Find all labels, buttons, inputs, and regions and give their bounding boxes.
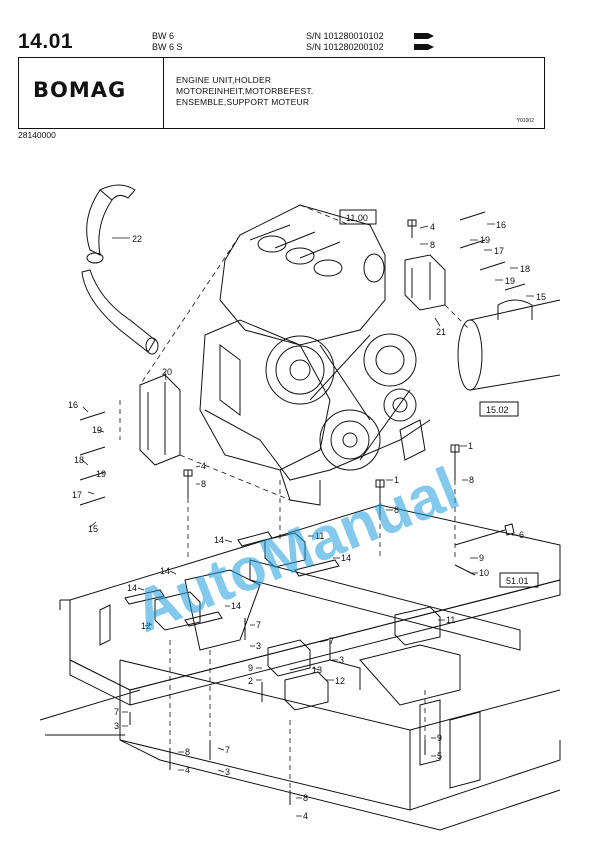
- callout-14: 14: [160, 566, 170, 576]
- callout-18: 18: [520, 264, 530, 274]
- callout-4: 4: [201, 461, 206, 471]
- callout-9: 9: [437, 733, 442, 743]
- title-block: BOMAG ENGINE UNIT,HOLDER MOTOREINHEIT,MO…: [18, 57, 545, 129]
- callout-14: 14: [341, 553, 351, 563]
- callout-15: 15: [88, 524, 98, 534]
- callout-17: 17: [494, 246, 504, 256]
- callout-3: 3: [256, 641, 261, 651]
- callout-20: 20: [162, 367, 172, 377]
- callout-5: 5: [437, 751, 442, 761]
- bolt-parts: [79, 211, 526, 805]
- callout-11: 11: [446, 615, 455, 625]
- callout-18: 18: [74, 455, 84, 465]
- callout-15: 15: [536, 292, 546, 302]
- serial-line-1: S/N 101280010102: [306, 31, 384, 41]
- ref-box-frame: [499, 572, 539, 588]
- callout-7: 7: [256, 620, 261, 630]
- callout-7: 7: [225, 745, 230, 755]
- hose-part-22: [81, 184, 159, 355]
- callout-14: 14: [127, 583, 137, 593]
- part-number: 28140000: [18, 130, 56, 140]
- callout-19: 19: [505, 276, 515, 286]
- callout-2: 2: [248, 676, 253, 686]
- drawing-ref-code: Y01002: [516, 118, 534, 124]
- callout-8: 8: [185, 747, 190, 757]
- callout-1: 1: [468, 441, 473, 451]
- serial-arrow-icon: [414, 44, 434, 50]
- callout-13: 13: [312, 665, 322, 675]
- model-line-1: BW 6: [152, 31, 175, 41]
- callout-17: 17: [72, 490, 82, 500]
- bracket-part-20: [139, 374, 181, 466]
- title-divider: [163, 58, 164, 128]
- air-filter: [457, 299, 561, 391]
- engine-unit: [199, 204, 431, 506]
- callout-10: 10: [479, 568, 489, 578]
- title-french: ENSEMBLE,SUPPORT MOTEUR: [176, 97, 310, 107]
- callout-6: 6: [519, 530, 524, 540]
- callout-16: 16: [68, 400, 78, 410]
- callout-8: 8: [303, 793, 308, 803]
- callout-12: 12: [141, 621, 151, 631]
- callout-12: 12: [335, 676, 345, 686]
- ref-box-51-01: 51.01: [506, 576, 529, 586]
- callout-21: 21: [436, 327, 446, 337]
- callout-19: 19: [480, 235, 490, 245]
- rubber-mount-parts: [154, 532, 441, 711]
- strip-parts-14: [124, 531, 340, 627]
- brand-logo: BOMAG: [33, 78, 127, 102]
- callout-8: 8: [394, 505, 399, 515]
- assembly-guide-lines: [119, 204, 471, 790]
- callout-4: 4: [430, 222, 435, 232]
- callout-leaders: [81, 223, 534, 817]
- callout-8: 8: [469, 475, 474, 485]
- callout-4: 4: [185, 765, 190, 775]
- callout-8: 8: [201, 479, 206, 489]
- callout-9: 9: [248, 663, 253, 673]
- title-english: ENGINE UNIT,HOLDER: [176, 75, 272, 85]
- callout-1: 1: [394, 475, 399, 485]
- callout-7: 7: [114, 707, 119, 717]
- callout-3: 3: [114, 721, 119, 731]
- section-number: 14.01: [18, 30, 74, 53]
- ref-box-frame: [339, 209, 377, 225]
- serial-arrow-icon: [414, 33, 434, 39]
- title-german: MOTOREINHEIT,MOTORBEFEST.: [176, 86, 314, 96]
- model-line-2: BW 6 S: [152, 42, 183, 52]
- callout-19: 19: [96, 469, 106, 479]
- callout-7: 7: [329, 636, 334, 646]
- callout-3: 3: [339, 655, 344, 665]
- ref-box-15-02: 15.02: [486, 405, 509, 415]
- bracket-part-21: [404, 254, 446, 311]
- callout-16: 16: [496, 220, 506, 230]
- serial-line-2: S/N 101280200102: [306, 42, 384, 52]
- callout-4: 4: [303, 811, 308, 821]
- ref-box-frame: [479, 401, 519, 417]
- callout-14: 14: [214, 535, 224, 545]
- callout-8: 8: [430, 240, 435, 250]
- callout-3: 3: [225, 767, 230, 777]
- callout-22: 22: [132, 234, 142, 244]
- callout-14: 14: [231, 601, 241, 611]
- ref-box-11-00: 11.00: [346, 213, 368, 223]
- callout-11: 11: [315, 531, 324, 541]
- callout-9: 9: [479, 553, 484, 563]
- callout-19: 19: [92, 425, 102, 435]
